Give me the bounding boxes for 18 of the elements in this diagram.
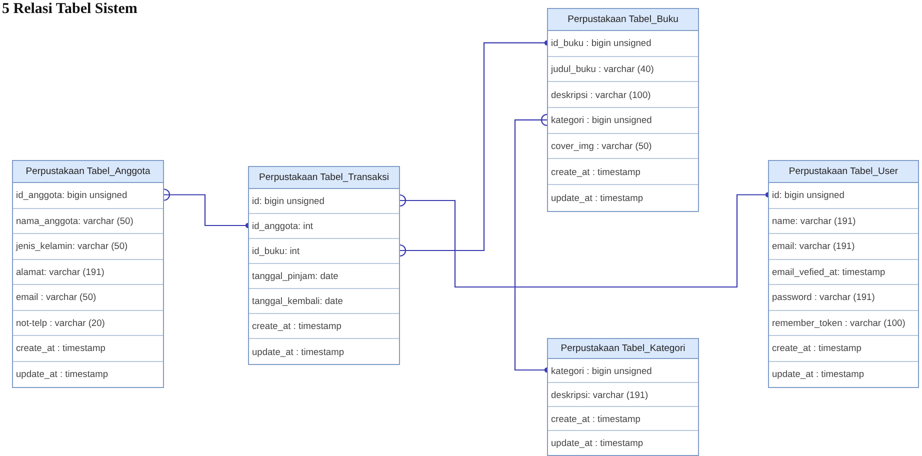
table-box — [12, 160, 164, 388]
diagram-title: 5 Relasi Tabel Sistem — [2, 1, 138, 18]
table-row: email_vefied_at: timestamp — [769, 260, 918, 285]
table-row: remember_token : varchar (100) — [769, 310, 918, 336]
table-header: Perpustakaan Tabel_Buku — [548, 9, 698, 31]
table-header: Perpustakaan Tabel_Transaksi — [249, 167, 399, 189]
table-row: nama_anggota: varchar (50) — [13, 208, 163, 234]
table-box — [547, 338, 699, 456]
table-header: Perpustakaan Tabel_Anggota — [13, 161, 163, 183]
table-row: judul_buku : varchar (40) — [548, 56, 698, 82]
table-row: name: varchar (191) — [769, 208, 918, 234]
table-row: alamat: varchar (191) — [13, 260, 163, 285]
table-box — [547, 8, 699, 212]
table-box — [248, 166, 400, 365]
table-row: not-telp : varchar (20) — [13, 310, 163, 336]
table-header: Perpustakaan Tabel_Kategori — [548, 339, 698, 359]
table-header: Perpustakaan Tabel_User — [769, 161, 918, 183]
table-box — [768, 160, 919, 388]
